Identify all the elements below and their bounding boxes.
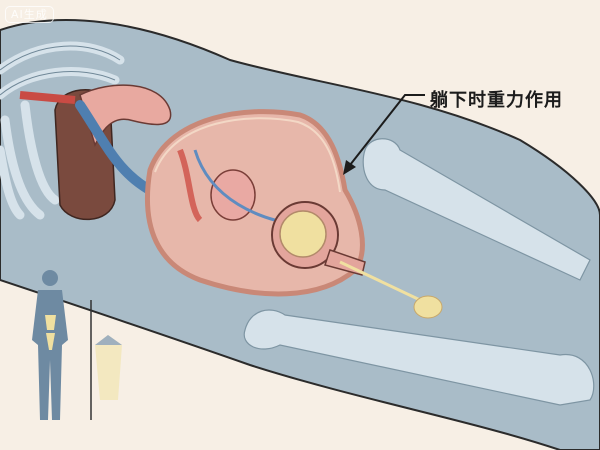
urine-stream — [339, 260, 421, 302]
artery — [19, 91, 76, 104]
femur-lower — [243, 309, 595, 406]
ai-generated-watermark: AI生成 — [5, 6, 54, 23]
uterus — [210, 169, 256, 221]
annotation-arrow — [343, 94, 425, 175]
urine-drop — [413, 295, 443, 319]
femur-upper — [362, 138, 591, 281]
gravity-label: 躺下时重力作用 — [430, 90, 563, 111]
inset-standing-figure — [32, 270, 122, 420]
stomach — [79, 84, 172, 148]
